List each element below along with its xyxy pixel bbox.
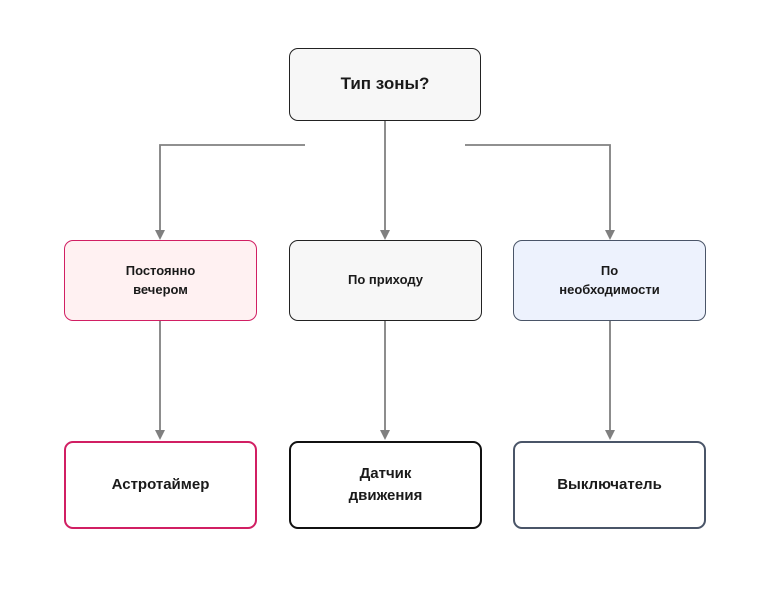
result-node-switch: Выключатель <box>513 441 706 529</box>
connector-root-to-evening <box>155 144 305 240</box>
connector-root-to-need <box>465 144 615 240</box>
result-node-astro-timer: Астротаймер <box>64 441 257 529</box>
branch-node-constant-evening: Постоянно вечером <box>64 240 257 321</box>
branch-label-on-arrival: По приходу <box>348 272 423 288</box>
branch-label-as-needed: По необходимости <box>559 262 660 297</box>
root-question-label: Тип зоны? <box>340 74 430 94</box>
result-node-motion-sensor: Датчик движения <box>289 441 482 529</box>
branch-label-constant-evening: Постоянно вечером <box>125 262 196 297</box>
root-question-node: Тип зоны? <box>289 48 481 121</box>
result-label-motion-sensor: Датчик движения <box>348 465 423 504</box>
branch-node-on-arrival: По приходу <box>289 240 482 321</box>
result-label-switch: Выключатель <box>557 476 662 494</box>
result-label-astro-timer: Астротаймер <box>111 476 210 494</box>
branch-node-as-needed: По необходимости <box>513 240 706 321</box>
